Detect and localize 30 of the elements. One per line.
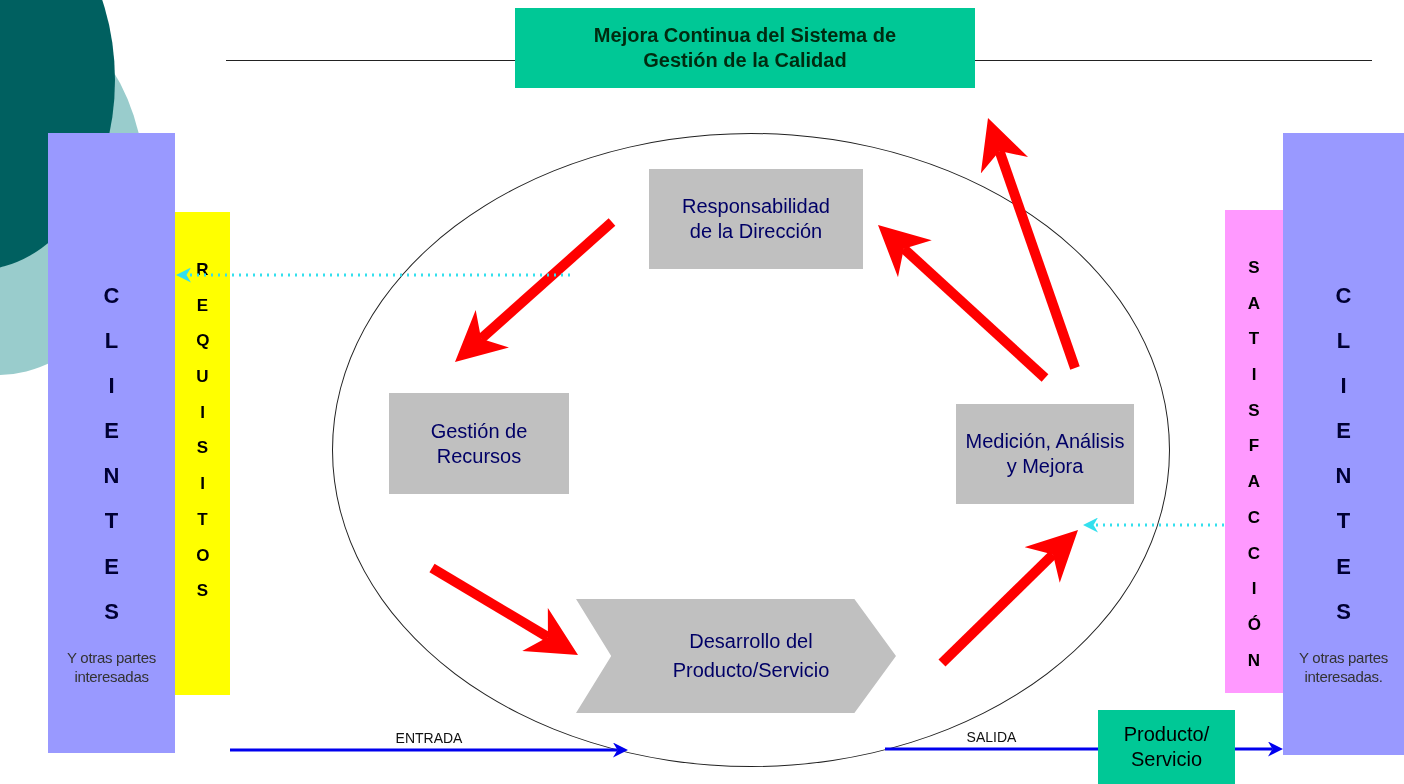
- box-label: Mejora Continua del Sistema de Gestión de la Calidad: [592, 23, 898, 73]
- vertical-label: CLIENTES: [1335, 282, 1352, 626]
- arrow: [176, 267, 570, 283]
- box-label: Medición, Análisis y Mejora: [964, 429, 1126, 479]
- output-box: [1098, 710, 1235, 784]
- arrow: [230, 742, 628, 758]
- note-text: Y otras partes interesadas: [66, 647, 157, 687]
- stakeholder-column: [1283, 133, 1404, 755]
- arrow: [1235, 741, 1283, 757]
- arrow: [1083, 517, 1224, 533]
- stakeholder-column: [48, 133, 175, 753]
- vertical-label: SATISFACCIÓN: [1247, 257, 1261, 672]
- arrow: [429, 563, 578, 655]
- box-label: Gestión de Recursos: [429, 418, 529, 469]
- box-label: Desarrollo del Producto/Servicio: [671, 629, 831, 683]
- process-box: [649, 169, 863, 269]
- process-box: [956, 404, 1134, 504]
- process-box: [389, 393, 569, 494]
- vertical-label: CLIENTES: [103, 282, 120, 626]
- note-text: Y otras partes interesadas.: [1298, 647, 1389, 687]
- arrow: [878, 225, 1049, 382]
- title-box: [515, 8, 975, 88]
- box-label: Producto/ Servicio: [1122, 722, 1211, 772]
- vertical-label: REQUISITOS: [196, 259, 209, 603]
- vertical-banner: [175, 212, 230, 695]
- vertical-banner: [1225, 210, 1283, 693]
- arrow: [455, 218, 616, 362]
- arrow: [938, 530, 1078, 667]
- arrow: [980, 118, 1080, 370]
- box-label: Responsabilidad de la Dirección: [681, 194, 831, 244]
